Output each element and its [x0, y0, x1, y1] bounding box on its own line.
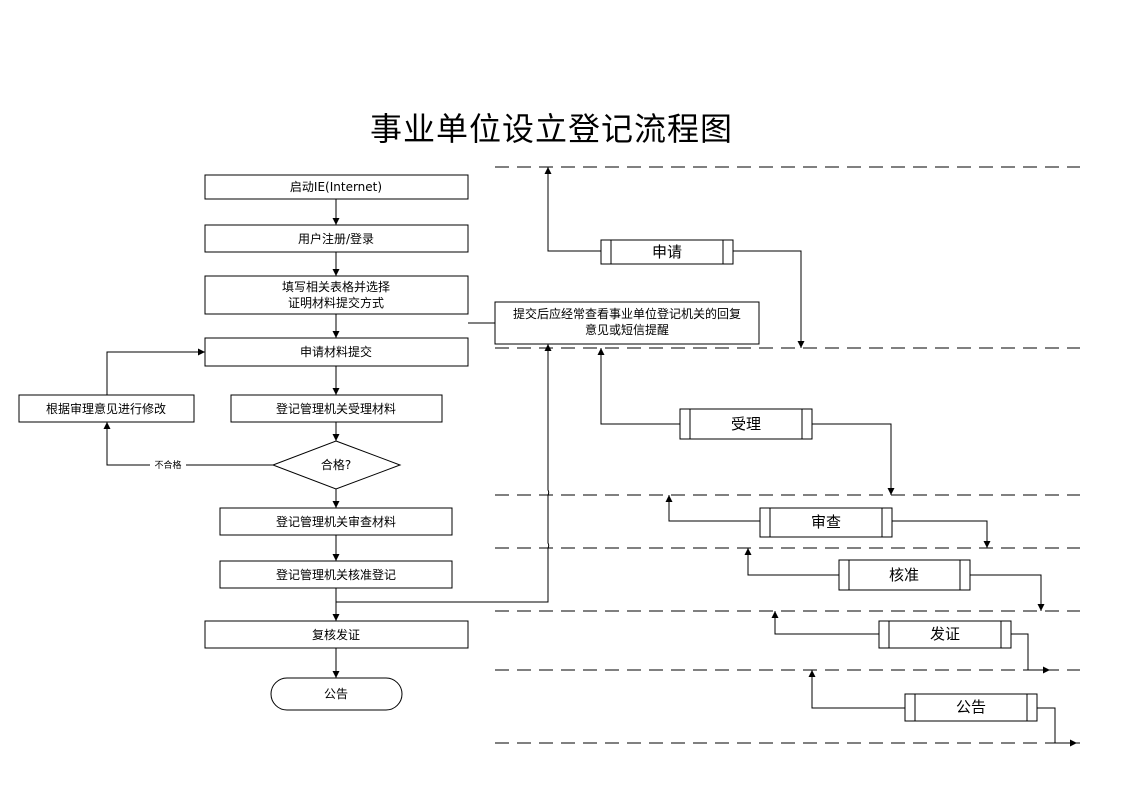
approve-box [219, 560, 453, 589]
review-box [219, 507, 453, 536]
stage-issue-up-arrow [771, 611, 879, 635]
note-line-1: 提交后应经常查看事业单位登记机关的回复 [513, 306, 741, 321]
stage-apply-box [600, 239, 734, 265]
stage-review-up-arrow [665, 495, 760, 522]
note: 提交后应经常查看事业单位登记机关的回复 意见或短信提醒 [468, 301, 760, 345]
accept-label: 登记管理机关受理材料 [276, 401, 396, 416]
stage-review-box [759, 507, 893, 538]
stage-accept-up-arrow [597, 348, 680, 425]
review-label: 登记管理机关审查材料 [276, 514, 396, 529]
stage-apply: 申请 [544, 167, 805, 348]
fill-form-label-2: 证明材料提交方式 [288, 295, 384, 310]
stage-review-label: 审查 [811, 513, 841, 531]
recheck-box [204, 620, 469, 649]
recheck-label: 复核发证 [312, 627, 360, 642]
stage-approve-up-arrow [744, 548, 839, 576]
start-label: 启动IE(Internet) [290, 180, 382, 194]
stage-announce-down-arrow [1037, 707, 1077, 747]
stage-accept-down-arrow [812, 423, 895, 495]
start-box [204, 174, 469, 200]
fill-form-label-1: 填写相关表格并选择 [282, 279, 390, 294]
stage-announce-label: 公告 [956, 698, 986, 716]
modify-return-arrow [106, 348, 205, 395]
stage-apply-up-arrow [544, 167, 601, 252]
register-label: 用户注册/登录 [298, 231, 374, 246]
stage-announce: 公告 [808, 670, 1077, 747]
reject-label: 不合格 [154, 459, 181, 471]
page-title: 事业单位设立登记流程图 [369, 110, 733, 148]
fill-form-box [204, 275, 469, 315]
modify-label: 根据审理意见进行修改 [46, 401, 166, 416]
stage-accept: 受理 [597, 348, 895, 495]
main-flow: 启动IE(Internet) 用户注册/登录 填写相关表格并选择 证明材料提交方… [18, 174, 469, 711]
reject-label-bg [150, 459, 186, 471]
stage-review-down-arrow [892, 520, 991, 548]
note-box [494, 301, 760, 345]
stage-issue-label: 发证 [930, 625, 960, 643]
decision-label: 合格? [321, 457, 351, 472]
approve-label: 登记管理机关核准登记 [276, 567, 396, 582]
announce-terminal [270, 677, 403, 711]
approve-feedback-arrow [336, 344, 552, 603]
stage-issue: 发证 [771, 611, 1050, 674]
stage-separators [495, 166, 1080, 744]
note-line-2: 意见或短信提醒 [585, 322, 669, 337]
stage-approve-down-arrow [970, 574, 1045, 611]
register-box [204, 224, 469, 253]
stage-approve-label: 核准 [889, 566, 919, 584]
stage-apply-down-arrow [733, 250, 805, 348]
stage-accept-label: 受理 [731, 415, 761, 433]
stage-announce-up-arrow [808, 670, 905, 709]
submit-label: 申请材料提交 [300, 344, 372, 359]
accept-box [230, 394, 443, 423]
stage-approve: 核准 [744, 548, 1045, 611]
announce-label: 公告 [324, 687, 348, 701]
reject-arrow [103, 422, 273, 466]
stage-issue-down-arrow [1011, 633, 1050, 674]
stage-review: 审查 [665, 495, 991, 548]
stage-apply-label: 申请 [652, 243, 682, 261]
stage-approve-box [838, 559, 971, 591]
